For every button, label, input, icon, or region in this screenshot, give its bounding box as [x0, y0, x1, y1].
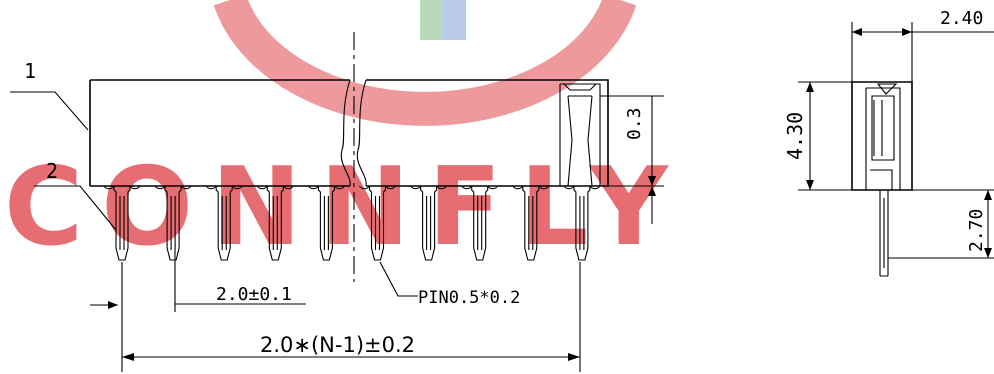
callout-2-label: 2	[46, 159, 58, 183]
overall-length-dimension: 2.0∗(N-1)±0.2	[90, 262, 581, 372]
pin-length-dimension: 2.70	[888, 189, 994, 259]
pin	[359, 185, 396, 261]
pin-spec-leader: PIN0.5*0.2	[379, 261, 520, 308]
offset-dimension: 0.3	[600, 95, 664, 224]
pitch-dimension: 2.0±0.1	[174, 250, 306, 312]
pin	[410, 185, 448, 261]
pin-length-label: 2.70	[966, 209, 987, 252]
front-view	[89, 32, 609, 282]
pins-group	[103, 185, 601, 261]
pin	[512, 185, 550, 261]
watermark-text: CONNFLY	[4, 145, 686, 270]
height-dimension: 4.30	[783, 81, 852, 191]
offset-label: 0.3	[624, 107, 645, 140]
watermark-logo: CONNFLY	[4, 0, 686, 270]
side-view	[851, 81, 913, 277]
width-label: 2.40	[940, 8, 983, 29]
pin-spec-label: PIN0.5*0.2	[418, 288, 520, 308]
callout-1: 1	[10, 59, 89, 131]
pin	[256, 185, 294, 261]
overall-length-label: 2.0∗(N-1)±0.2	[260, 333, 415, 357]
width-dimension: 2.40	[851, 8, 994, 82]
callout-2: 2	[34, 159, 117, 231]
callout-1-label: 1	[24, 59, 36, 83]
pin	[103, 185, 141, 261]
pin	[461, 185, 499, 261]
pin	[307, 185, 345, 261]
height-label: 4.30	[783, 112, 807, 160]
pitch-label: 2.0±0.1	[216, 284, 292, 305]
pin	[205, 185, 243, 261]
pin	[563, 185, 601, 261]
pin	[154, 185, 192, 261]
